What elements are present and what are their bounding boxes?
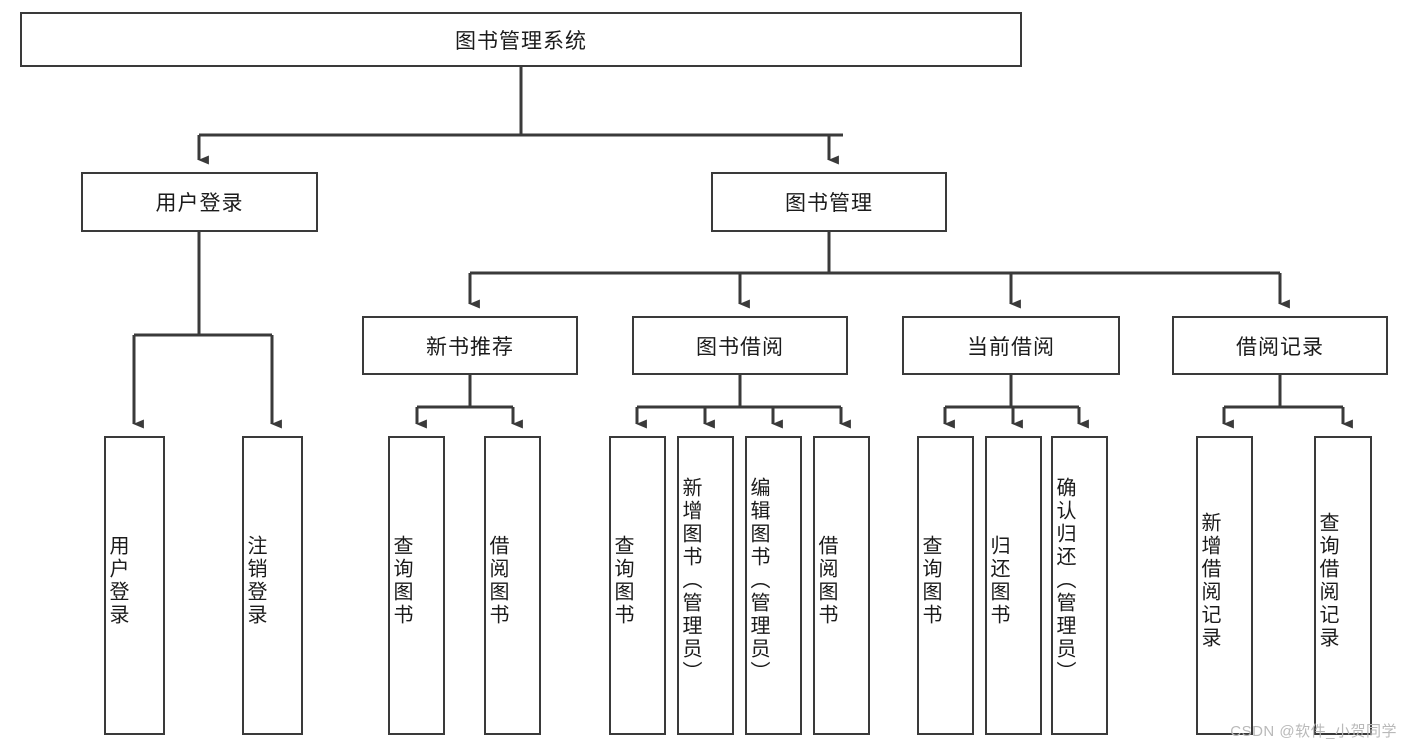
- node-leaf-borrow-book[interactable]: 借阅图书: [813, 436, 870, 735]
- node-borrow-record[interactable]: 借阅记录: [1172, 316, 1388, 375]
- node-book-borrow[interactable]: 图书借阅: [632, 316, 848, 375]
- node-leaf-query-book-borrow[interactable]: 查询图书: [609, 436, 666, 735]
- node-new-book-recommend[interactable]: 新书推荐: [362, 316, 578, 375]
- csdn-watermark: CSDN @软件_小贺同学: [1230, 723, 1397, 740]
- node-current-borrow[interactable]: 当前借阅: [902, 316, 1120, 375]
- node-user-login[interactable]: 用户登录: [81, 172, 318, 232]
- node-leaf-add-borrow-record[interactable]: 新增借阅记录: [1196, 436, 1253, 735]
- node-leaf-query-book-current[interactable]: 查询图书: [917, 436, 974, 735]
- node-leaf-query-book-recommend[interactable]: 查询图书: [388, 436, 445, 735]
- node-leaf-return-book[interactable]: 归还图书: [985, 436, 1042, 735]
- node-leaf-confirm-return[interactable]: 确认归还（管理员）: [1051, 436, 1108, 735]
- node-root-system[interactable]: 图书管理系统: [20, 12, 1022, 67]
- node-leaf-user-login[interactable]: 用户登录: [104, 436, 165, 735]
- node-book-manage[interactable]: 图书管理: [711, 172, 947, 232]
- node-leaf-borrow-book-recommend[interactable]: 借阅图书: [484, 436, 541, 735]
- node-leaf-query-borrow-record[interactable]: 查询借阅记录: [1314, 436, 1372, 735]
- node-leaf-add-book[interactable]: 新增图书（管理员）: [677, 436, 734, 735]
- node-leaf-logout[interactable]: 注销登录: [242, 436, 303, 735]
- node-leaf-edit-book[interactable]: 编辑图书（管理员）: [745, 436, 802, 735]
